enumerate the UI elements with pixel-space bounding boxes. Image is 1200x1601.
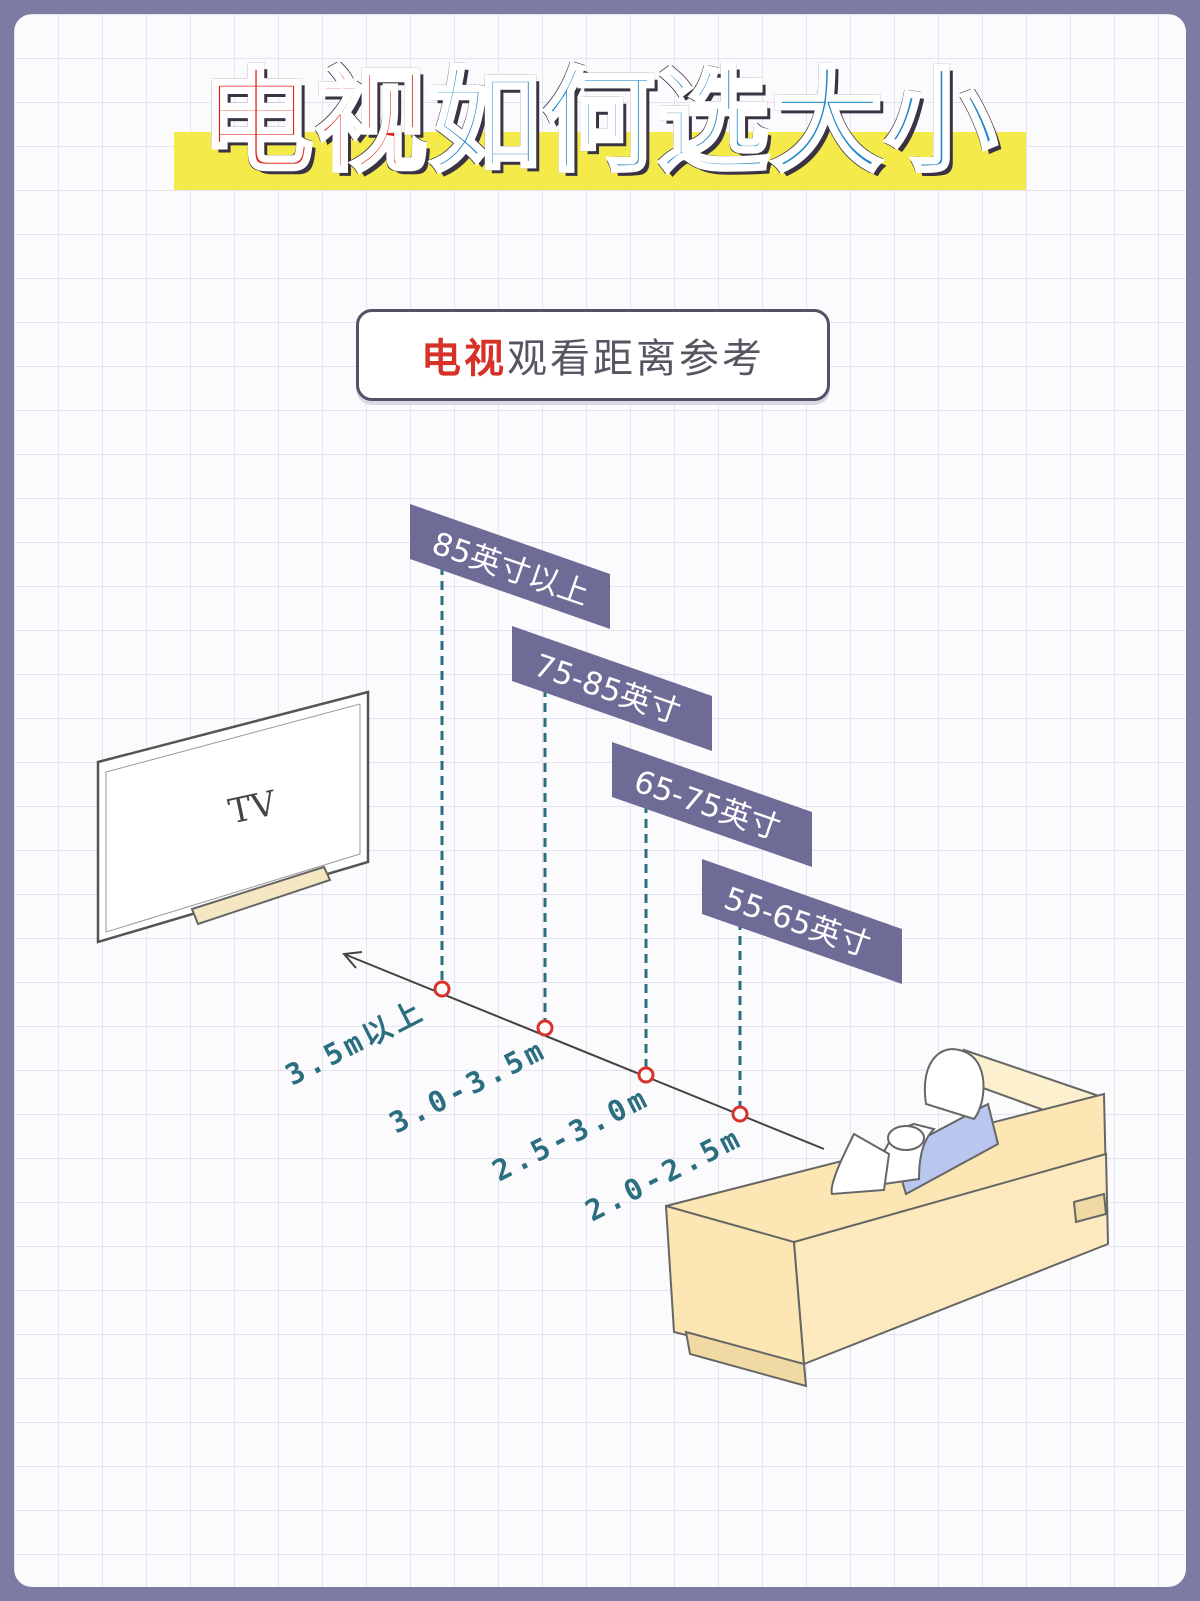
subtitle-box: 电视观看距离参考 bbox=[356, 309, 830, 401]
size-tag bbox=[612, 742, 812, 867]
title-red-part: 电视 bbox=[199, 55, 429, 189]
distance-label: 3.0-3.5m bbox=[384, 1032, 552, 1140]
distance-point bbox=[731, 1105, 749, 1123]
tv-label: TV bbox=[225, 783, 281, 832]
size-tag bbox=[512, 626, 712, 751]
distance-point bbox=[433, 980, 451, 998]
distance-diagram: TV 85英寸以上3.5m以上75-85英寸3.0-3.5m65-75英寸2.5… bbox=[96, 504, 1110, 1388]
subtitle-gray-part: 观看距离参考 bbox=[507, 336, 765, 382]
tv-illustration: TV bbox=[96, 690, 370, 944]
size-tag bbox=[702, 859, 902, 984]
title-blue-part: 如何选大小 bbox=[427, 55, 999, 189]
sofa-illustration bbox=[664, 1048, 1110, 1388]
size-tag bbox=[410, 504, 610, 629]
page-title: 电视如何选大小 bbox=[14, 52, 1186, 192]
distance-point bbox=[536, 1019, 554, 1037]
distance-point bbox=[637, 1066, 655, 1084]
title-highlight-band bbox=[174, 132, 1026, 190]
distance-label: 3.5m以上 bbox=[280, 993, 431, 1092]
subtitle-red-part: 电视 bbox=[421, 336, 507, 382]
